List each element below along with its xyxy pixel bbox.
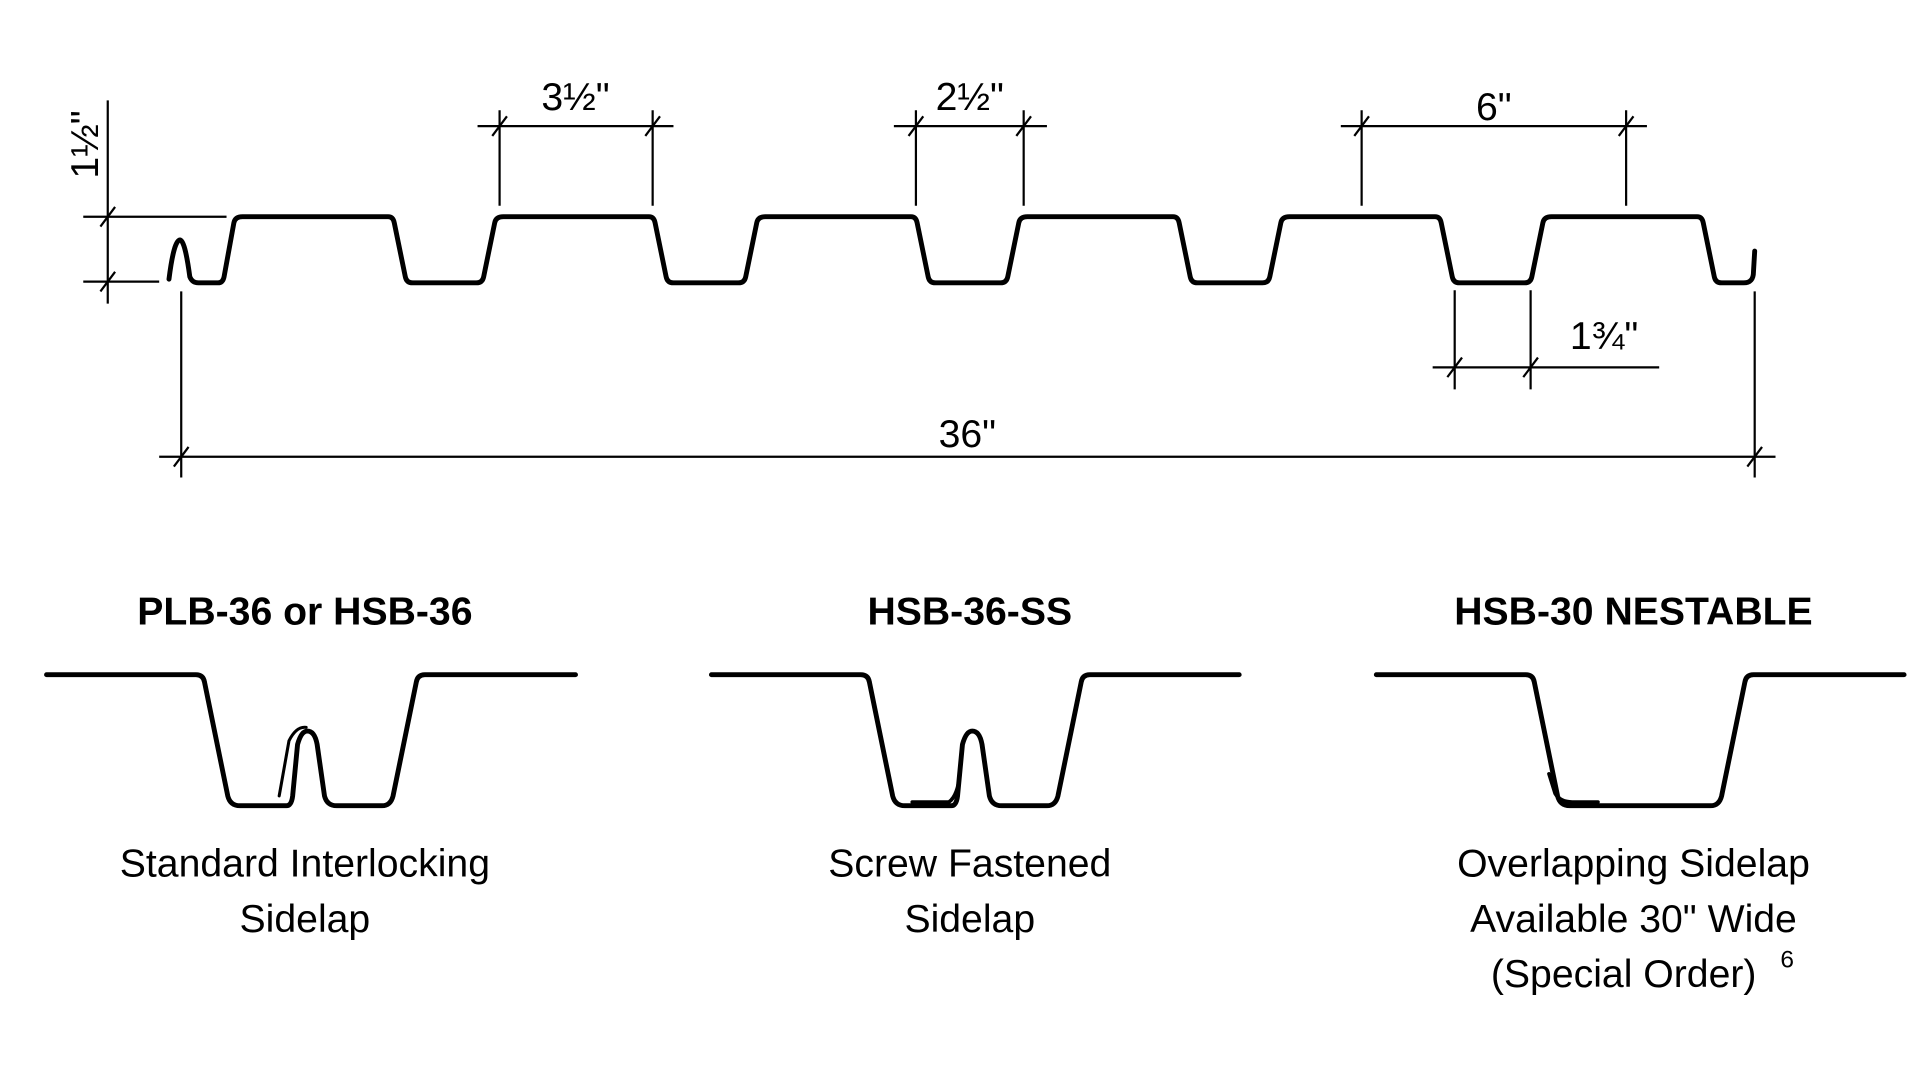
sidelap-title: HSB-30 NESTABLE (1454, 590, 1812, 633)
height-label: 1½" (64, 110, 107, 178)
sidelap-screw-fastened: HSB-36-SS Screw Fastened Sidelap (708, 590, 1242, 941)
sidelap-overlap (277, 725, 308, 798)
sidelap-caption-line: Overlapping Sidelap (1457, 843, 1810, 886)
bottom-flange-label: 1¾" (1570, 315, 1638, 358)
pitch-dimension: 6" (1340, 86, 1647, 206)
sidelap-title: PLB-36 or HSB-36 (137, 590, 472, 633)
sidelap-caption-line: Standard Interlocking (120, 843, 490, 886)
sidelap-caption-line: (Special Order) (1491, 953, 1757, 996)
pitch-label: 6" (1476, 86, 1512, 129)
sidelap-profile (708, 672, 1242, 809)
footnote-marker: 6 (1780, 946, 1794, 973)
cover-width-dimension: 36" (159, 291, 1776, 478)
top-flange-label: 3½" (541, 76, 609, 119)
sidelap-profile (44, 672, 578, 809)
sidelap-caption-line: Sidelap (240, 898, 371, 941)
cover-width-label: 36" (939, 413, 996, 456)
top-flange-dimension: 3½" (477, 76, 674, 206)
sidelap-standard-interlocking: PLB-36 or HSB-36 Standard Interlocking S… (44, 590, 578, 941)
sidelap-caption-line: Available 30" Wide (1470, 898, 1797, 941)
sidelap-overlap (1547, 772, 1600, 804)
rib-opening-label: 2½" (936, 76, 1004, 119)
deck-profile (166, 214, 1758, 286)
sidelap-caption-line: Screw Fastened (828, 843, 1111, 886)
sidelap-profile (1373, 672, 1907, 809)
sidelap-nestable: HSB-30 NESTABLE Overlapping Sidelap Avai… (1373, 590, 1907, 996)
rib-opening-dimension: 2½" (893, 76, 1047, 206)
sidelap-overlap (910, 772, 962, 804)
sidelap-title: HSB-36-SS (867, 590, 1072, 633)
sidelap-caption-line: Sidelap (904, 898, 1035, 941)
bottom-flange-dimension: 1¾" (1432, 290, 1660, 390)
height-dimension: 1½" (64, 100, 227, 304)
